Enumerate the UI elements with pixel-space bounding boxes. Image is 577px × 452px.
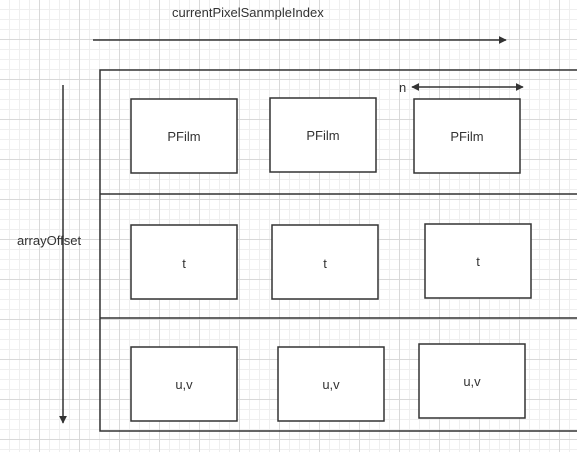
t-box [271, 224, 379, 300]
t-box-label: t [476, 254, 480, 269]
uv-box [418, 343, 526, 419]
pfilm-box [269, 97, 377, 173]
vertical-axis-label: arrayOffset [17, 233, 81, 248]
t-box-label: t [323, 256, 327, 271]
t-box [424, 223, 532, 299]
uv-box [130, 346, 238, 422]
pfilm-box-label: PFilm [306, 128, 339, 143]
pfilm-box [413, 98, 521, 174]
array-container [99, 69, 577, 432]
pfilm-box [130, 98, 238, 174]
t-box-label: t [182, 256, 186, 271]
uv-box-label: u,v [322, 377, 340, 392]
uv-box-label: u,v [175, 377, 193, 392]
t-box [130, 224, 238, 300]
pfilm-box-label: PFilm [167, 129, 200, 144]
pfilm-box-label: PFilm [450, 129, 483, 144]
width-marker-label: n [399, 80, 406, 95]
uv-box-label: u,v [463, 374, 481, 389]
horizontal-axis-label: currentPixelSanmpleIndex [172, 5, 324, 20]
uv-box [277, 346, 385, 422]
